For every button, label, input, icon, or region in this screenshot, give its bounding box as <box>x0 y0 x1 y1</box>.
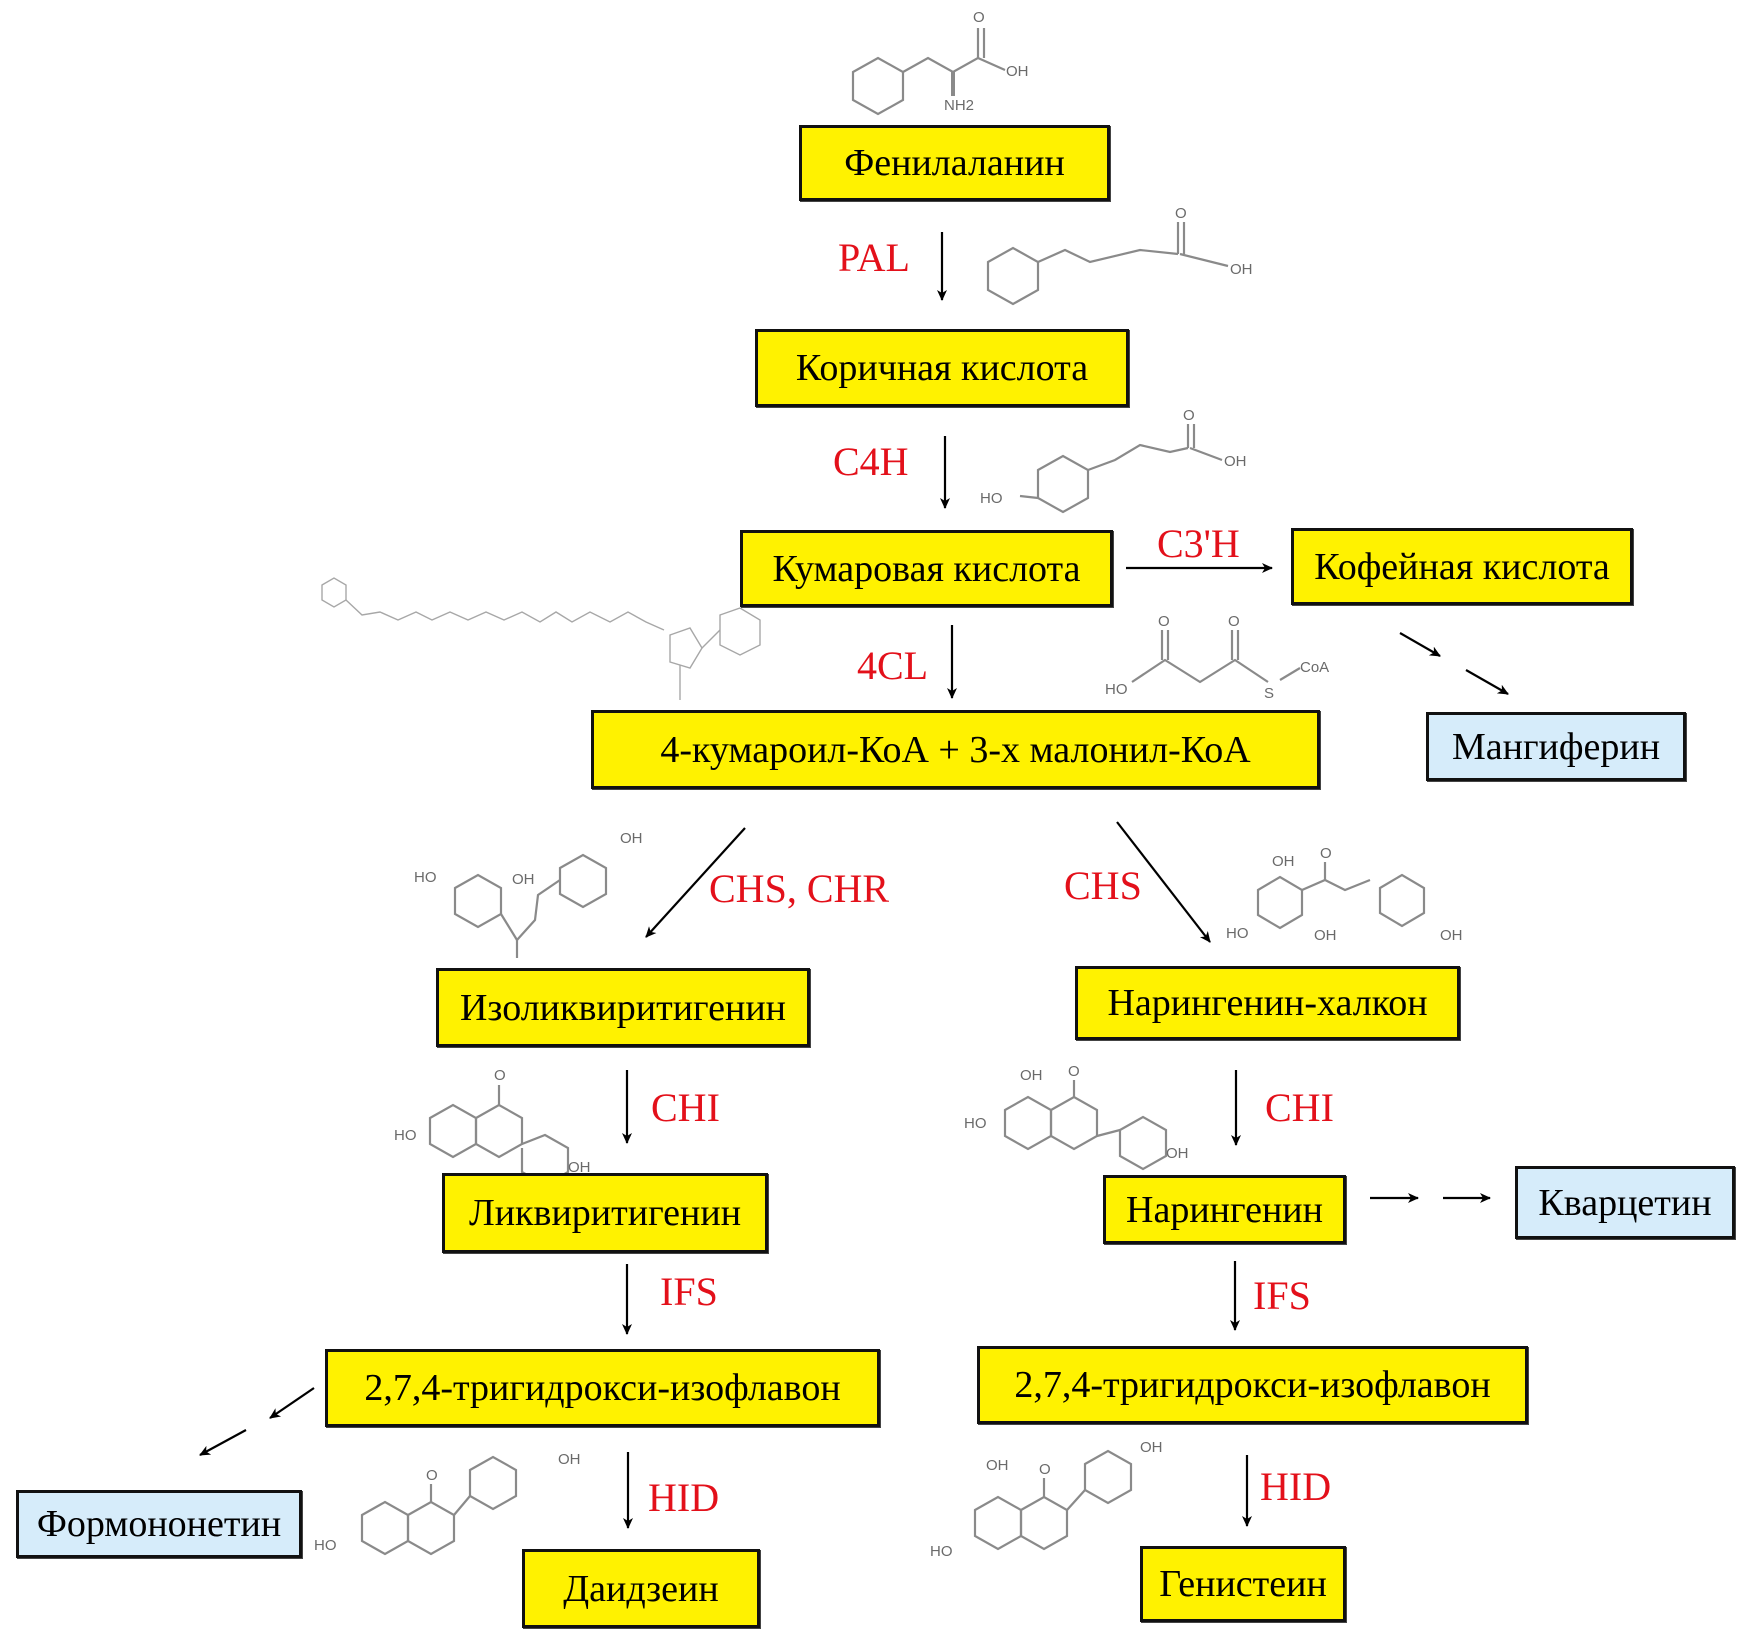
compound-label: Мангиферин <box>1451 725 1661 768</box>
structure-label: HO <box>930 1543 953 1560</box>
compound-trihydroxy-isoflavone-left: 2,7,4-тригидрокси-изофлавон <box>325 1349 880 1427</box>
compound-label: Кофейная кислота <box>1314 545 1610 588</box>
compound-label: Коричная кислота <box>795 347 1089 389</box>
structure-label: HO <box>1105 681 1128 698</box>
structure-label: OH <box>558 1451 581 1468</box>
naringenin-structure: HO OH O OH <box>964 1063 1189 1171</box>
structure-label: OH <box>1166 1145 1189 1162</box>
isoliquiritigenin-structure: HO OH OH <box>414 830 643 958</box>
structure-label: S <box>1264 685 1274 702</box>
compound-coumaric-acid: Кумаровая кислота <box>740 530 1113 607</box>
arrow-formononetin-2 <box>199 1429 247 1456</box>
enzyme-c3h: C3'H <box>1157 521 1240 566</box>
compound-label: Ликвиритигенин <box>468 1192 742 1234</box>
structure-label: O <box>1039 1461 1051 1478</box>
compound-label: Даидзеин <box>563 1567 719 1610</box>
structure-label: HO <box>980 490 1003 507</box>
structure-label: O <box>1320 845 1332 862</box>
enzyme-hid-left: HID <box>648 1475 720 1520</box>
enzyme-chs: CHS <box>1064 863 1142 908</box>
compound-liquiritigenin: Ликвиритигенин <box>442 1173 768 1253</box>
structure-label: HO <box>1226 925 1249 942</box>
coumaric-acid-structure: O OH HO <box>980 407 1247 514</box>
compound-naringenin-chalcone: Нарингенин-халкон <box>1075 966 1460 1040</box>
compound-label: Кварцетин <box>1538 1181 1712 1224</box>
enzyme-c4h: C4H <box>833 439 909 484</box>
structure-label: O <box>1183 407 1195 424</box>
structure-label: HO <box>414 869 437 886</box>
compound-mangiferin: Мангиферин <box>1426 712 1686 781</box>
compound-naringenin: Нарингенин <box>1103 1175 1346 1244</box>
arrow-formononetin-1 <box>269 1387 315 1419</box>
compound-label: Формононетин <box>36 1503 282 1545</box>
enzyme-pal: PAL <box>838 235 910 280</box>
structure-label: OH <box>1006 63 1029 80</box>
enzyme-hid-right: HID <box>1260 1464 1332 1509</box>
compound-caffeic-acid: Кофейная кислота <box>1291 528 1633 605</box>
enzyme-chi-left: CHI <box>651 1085 720 1130</box>
compound-label: 4-кумароил-КоА + 3-х малонил-КоА <box>660 728 1251 771</box>
compound-label: Изоликвиритигенин <box>459 986 786 1029</box>
structure-label: OH <box>568 1159 591 1176</box>
enzyme-ifs-left: IFS <box>660 1269 718 1314</box>
enzyme-4cl: 4CL <box>857 643 929 688</box>
compound-trihydroxy-isoflavone-right: 2,7,4-тригидрокси-изофлавон <box>977 1346 1528 1424</box>
structure-label: OH <box>1272 853 1295 870</box>
liquiritigenin-structure: HO O OH <box>394 1067 591 1187</box>
structure-label: OH <box>620 830 643 847</box>
compound-label: Генистеин <box>1159 1563 1327 1605</box>
genistein-structure: OH O HO OH <box>930 1439 1163 1560</box>
structure-label: OH <box>1020 1067 1043 1084</box>
arrow-chs-chr <box>645 827 746 938</box>
structure-label: O <box>973 9 985 26</box>
daidzein-structure: HO O OH <box>314 1451 581 1556</box>
enzyme-chs-chr: CHS, CHR <box>709 866 890 911</box>
compound-label: 2,7,4-тригидрокси-изофлавон <box>1014 1364 1491 1406</box>
structure-label: NH2 <box>944 97 974 114</box>
structure-label: OH <box>512 871 535 888</box>
structure-label: OH <box>1230 261 1253 278</box>
structure-label: OH <box>986 1457 1009 1474</box>
compound-formononetin: Формононетин <box>16 1490 302 1558</box>
structure-label: HO <box>314 1537 337 1554</box>
coumaroyl-coa-structure <box>321 577 761 700</box>
naringenin-chalcone-structure: OH O HO OH OH <box>1226 845 1463 944</box>
compound-label: Нарингенин <box>1126 1188 1323 1231</box>
malonyl-coa-structure: O O HO S CoA <box>1105 613 1329 702</box>
compound-genistein: Генистеин <box>1140 1546 1346 1622</box>
cinnamic-acid-structure: O OH <box>986 205 1253 306</box>
enzyme-ifs-right: IFS <box>1253 1273 1311 1318</box>
structure-label: OH <box>1440 927 1463 944</box>
compound-cinnamic-acid: Коричная кислота <box>755 329 1129 407</box>
arrow-chs <box>1116 821 1211 943</box>
compound-label: Фенилаланин <box>844 142 1065 184</box>
structure-label: OH <box>1224 453 1247 470</box>
compound-label: Нарингенин-халкон <box>1107 982 1428 1024</box>
compound-coumaroyl-coa: 4-кумароил-КоА + 3-х малонил-КоА <box>591 710 1320 789</box>
structure-label: HO <box>394 1127 417 1144</box>
compound-daidzein: Даидзеин <box>522 1549 760 1628</box>
structure-label: O <box>1158 613 1170 630</box>
structure-label: O <box>1068 1063 1080 1080</box>
compound-quercetin: Кварцетин <box>1515 1166 1735 1239</box>
compound-isoliquiritigenin: Изоликвиритигенин <box>436 968 810 1047</box>
structure-label: OH <box>1314 927 1337 944</box>
structure-label: O <box>426 1467 438 1484</box>
structure-label: CoA <box>1300 659 1329 676</box>
structure-label: HO <box>964 1115 987 1132</box>
structure-label: O <box>1228 613 1240 630</box>
structure-label: O <box>494 1067 506 1084</box>
arrow-mangiferin-2 <box>1465 669 1509 695</box>
enzyme-chi-right: CHI <box>1265 1085 1334 1130</box>
phenylalanine-structure: O OH NH2 <box>851 9 1029 116</box>
arrow-mangiferin-1 <box>1399 632 1441 657</box>
structure-label: OH <box>1140 1439 1163 1456</box>
structure-label: O <box>1175 205 1187 222</box>
compound-label: Кумаровая кислота <box>772 547 1081 590</box>
compound-phenylalanine: Фенилаланин <box>799 125 1110 201</box>
compound-label: 2,7,4-тригидрокси-изофлавон <box>364 1367 841 1409</box>
